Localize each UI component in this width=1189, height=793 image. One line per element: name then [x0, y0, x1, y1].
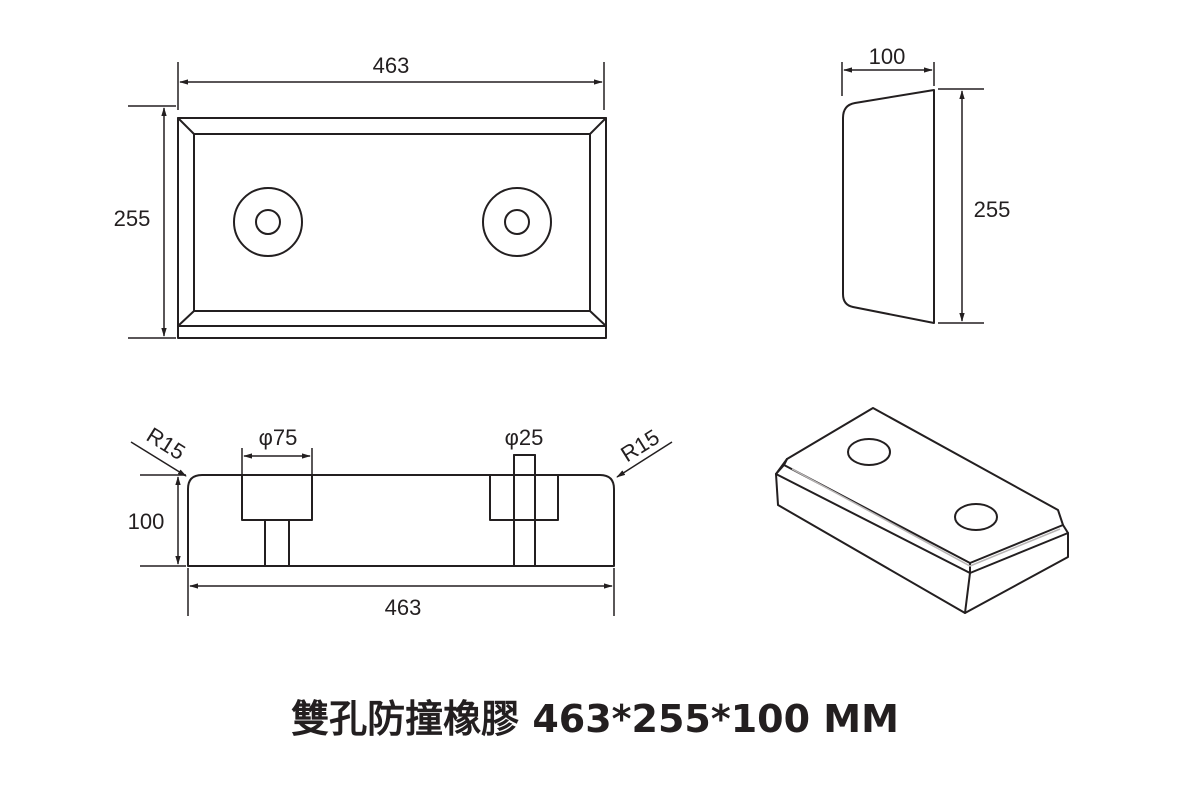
- front-view-hole-small: φ25: [489, 425, 559, 567]
- side-view-height-dimension: 255: [938, 88, 1011, 324]
- hole-large-label: φ75: [259, 425, 298, 450]
- radius-right-callout: R15: [616, 424, 673, 478]
- isometric-view: [775, 407, 1069, 614]
- top-view-width-label: 463: [373, 53, 410, 78]
- front-view-width-dimension: 463: [187, 568, 615, 620]
- top-view-height-label: 255: [114, 206, 151, 231]
- top-view-width-dimension: 463: [177, 53, 605, 110]
- front-view-hole-large: φ75: [241, 425, 313, 567]
- iso-hole-right: [954, 503, 998, 531]
- top-view-hole-right: [482, 187, 552, 257]
- radius-left-label: R15: [142, 422, 189, 465]
- hole-small-label: φ25: [505, 425, 544, 450]
- iso-top-face: [783, 407, 1064, 564]
- top-view-height-dimension: 255: [114, 105, 176, 339]
- front-view-height-dimension: 100: [128, 474, 186, 567]
- side-view: 100 255: [841, 44, 1011, 324]
- side-view-width-label: 100: [869, 44, 906, 69]
- top-view: 463 255: [114, 53, 607, 339]
- front-view-height-label: 100: [128, 509, 165, 534]
- top-view-outer-outline: [177, 117, 607, 339]
- iso-hole-left: [847, 438, 891, 466]
- front-view: φ75 φ25 R15 R15 100: [128, 422, 673, 620]
- side-view-width-dimension: 100: [841, 44, 935, 96]
- iso-body-outline: [775, 458, 1069, 614]
- front-view-width-label: 463: [385, 595, 422, 620]
- top-view-inner-outline: [193, 133, 591, 312]
- top-view-hole-left: [233, 187, 303, 257]
- drawing-title: 雙孔防撞橡膠 463*255*100 MM: [291, 697, 899, 741]
- radius-left-callout: R15: [130, 422, 190, 477]
- radius-right-label: R15: [616, 424, 663, 467]
- front-view-outline: [187, 474, 615, 567]
- side-view-height-label: 255: [974, 197, 1011, 222]
- side-view-outline: [842, 89, 935, 324]
